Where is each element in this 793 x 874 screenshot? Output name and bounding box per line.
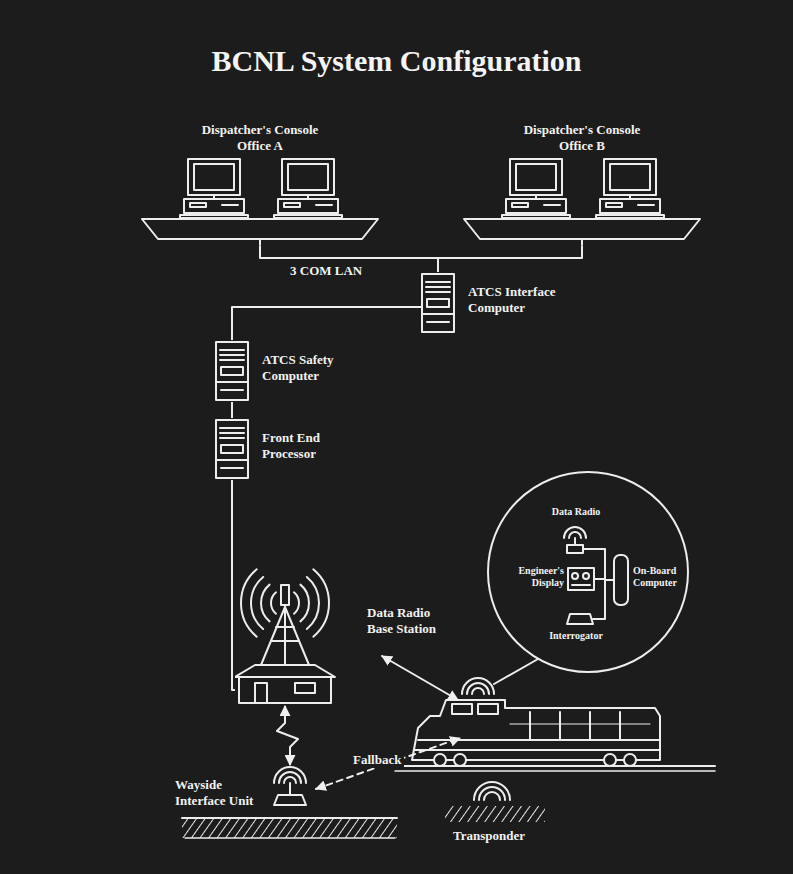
track xyxy=(182,818,397,838)
node-label: ATCS Safety Computer xyxy=(262,352,362,383)
node-label: Data Radio Base Station xyxy=(367,605,459,636)
transponder-plate xyxy=(445,806,545,822)
locomotive xyxy=(412,678,660,766)
connector xyxy=(231,402,233,418)
diagram-title: BCNL System Configuration xyxy=(0,44,793,79)
console-illustration xyxy=(140,157,380,245)
callout-label: Transponder xyxy=(453,828,525,844)
base-station-tower xyxy=(235,555,355,705)
node-label: ATCS Interface Computer xyxy=(468,284,578,315)
callout-label: 3 COM LAN xyxy=(290,263,362,279)
computer-node: Front End Processor xyxy=(212,418,352,480)
node-label: Wayside Interface Unit xyxy=(175,777,270,808)
computer-node: ATCS Safety Computer xyxy=(212,340,362,402)
console-node: Dispatcher's Console Office A xyxy=(140,122,380,245)
node-label: Dispatcher's Console Office B xyxy=(507,122,657,153)
callout-label: Interrogator xyxy=(545,630,607,642)
connector xyxy=(232,480,235,690)
node-label: Front End Processor xyxy=(262,430,352,461)
onboard-equipment xyxy=(564,527,628,624)
fallback-link xyxy=(316,738,460,789)
computer-icon xyxy=(212,418,252,480)
callout-label: Fallback xyxy=(350,752,404,768)
console-illustration xyxy=(462,157,702,245)
inset-circle xyxy=(488,472,688,672)
leader-line xyxy=(494,659,538,684)
computer-icon xyxy=(418,272,458,334)
callout-label: Engineer's Display xyxy=(510,565,564,588)
computer-icon xyxy=(212,340,252,402)
base-station-node: Data Radio Base Station xyxy=(235,555,459,705)
wayside-node: Wayside Interface Unit xyxy=(175,765,310,810)
rail xyxy=(182,817,397,819)
transponder-signal xyxy=(474,782,510,800)
connector xyxy=(277,706,298,765)
connector xyxy=(232,307,422,340)
connector xyxy=(438,245,582,272)
rail xyxy=(185,837,395,839)
callout-label: On-Board Computer xyxy=(633,565,681,588)
console-node: Dispatcher's Console Office B xyxy=(462,122,702,245)
callout-label: Data Radio xyxy=(545,506,607,518)
node-label: Dispatcher's Console Office A xyxy=(185,122,335,153)
computer-node: ATCS Interface Computer xyxy=(418,272,578,334)
wayside-unit-icon xyxy=(270,765,310,810)
rail xyxy=(395,770,715,772)
radio-link xyxy=(382,656,458,700)
